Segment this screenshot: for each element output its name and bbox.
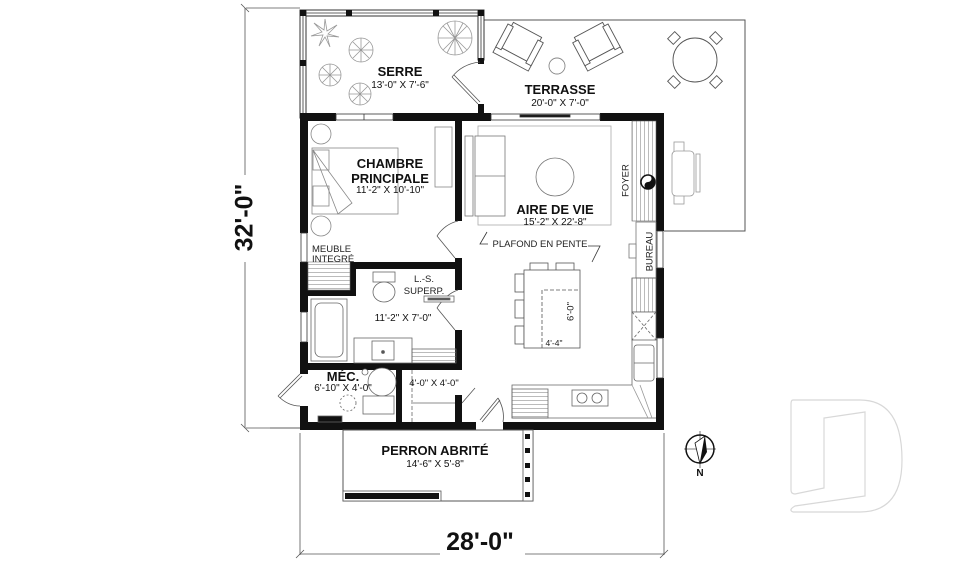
terrace-deck [484,19,746,232]
living-room-furniture [464,125,612,226]
room-dim-serre: 13'-0" X 7'-6" [371,80,429,91]
covered-porch [342,429,534,502]
room-dim-perron: 14'-6" X 5'-8" [406,459,464,470]
room-dim-terrasse: 20'-0" X 7'-0" [531,98,589,109]
room-name-mec: MÉC. [326,369,360,384]
room-name-chambre-line1: CHAMBRE [356,156,424,171]
label-island-depth: 6'-0" [565,302,577,321]
room-dim-chambre: 11'-2" X 10'-10" [356,185,424,196]
north-arrow-icon [684,431,716,468]
fireplace [631,120,657,222]
label-island-width: 4'-4" [545,338,563,348]
kitchen-island [514,262,581,349]
mechanical-fixtures [317,367,455,423]
built-in-furniture [307,261,351,291]
overall-width-dimension: 28'-0" [446,528,514,556]
terrace-armchairs [492,21,624,75]
overall-height-dimension: 32'-0" [230,183,259,252]
exterior-walls [300,113,664,430]
greenhouse-door [451,61,481,105]
windows [300,113,664,379]
bathroom-fixtures [310,271,457,364]
dimension-lines [240,3,669,559]
outdoor-table [671,141,701,205]
room-name-chambre-line2: PRINCIPALE [351,171,429,186]
plants-icon [310,18,473,106]
room-dim-aire-de-vie: 15'-2" X 22'-8" [523,217,587,228]
room-name-terrasse: TERRASSE [524,82,596,97]
room-name-serre: SERRE [377,64,423,79]
room-dim-salle-de-bain: 11'-2" X 7'-0" [374,313,432,324]
label-meuble-line1: MEUBLE [312,244,352,255]
bed [310,123,453,237]
room-dim-mec: 6'-10" X 4'-0" [314,383,372,394]
label-bureau: BUREAU [644,231,656,272]
room-name-perron: PERRON ABRITÉ [381,443,489,458]
kitchen-counters [511,277,657,419]
interior-walls [308,121,462,422]
label-ls-line2: SUPERP. [403,286,445,297]
label-meuble-line2: INTEGRÉ [312,254,355,265]
room-name-aire-de-vie: AIRE DE VIE [516,202,594,217]
label-plafond-en-pente: PLAFOND EN PENTE [492,239,588,250]
label-foyer: FOYER [620,164,632,197]
sloped-ceiling-leaders [479,231,601,263]
north-label: N [696,468,704,479]
terrace-dining-table [666,30,724,90]
room-dim-rangement: 4'-0" X 4'-0" [409,378,459,389]
watermark-logo-icon [790,399,903,513]
label-ls-line1: L.-S. [413,274,435,285]
